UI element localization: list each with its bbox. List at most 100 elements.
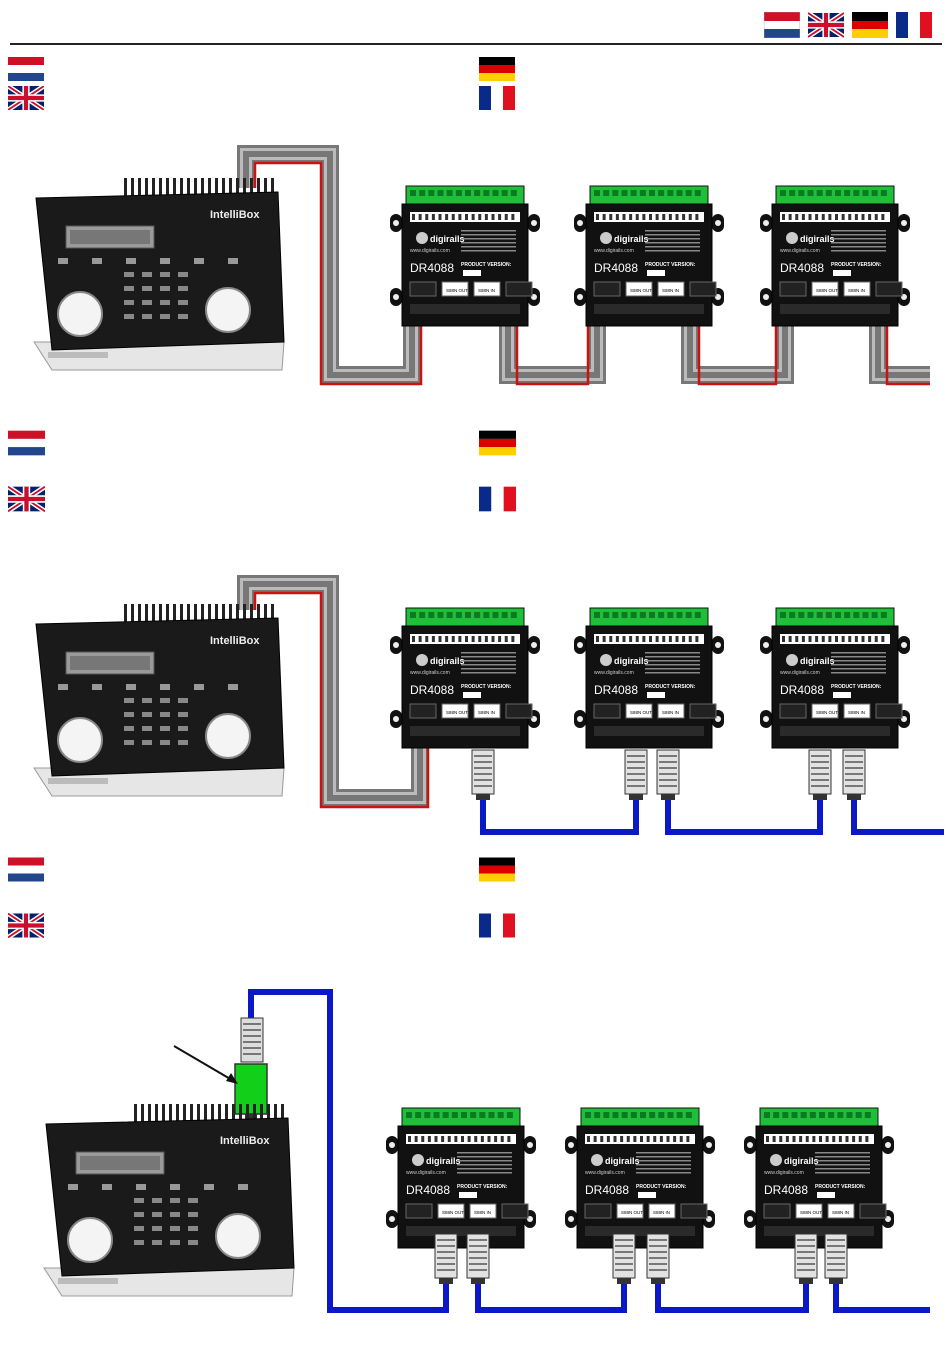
port-label-box (843, 281, 871, 297)
keypad (58, 258, 238, 319)
port-label-box (437, 1203, 465, 1219)
flat-ribbon-cable (499, 326, 606, 386)
french-flag-icon (479, 486, 516, 512)
throttle-knob-left (57, 291, 103, 337)
port-label-box (441, 281, 469, 297)
connector-row (410, 726, 520, 736)
connector-row (764, 1226, 874, 1236)
rj45-plug (240, 1017, 264, 1063)
connector-row (406, 1226, 516, 1236)
port-label-box (657, 281, 685, 297)
dutch-flag-icon[interactable] (764, 12, 800, 38)
port-label: S88N IN (662, 288, 679, 293)
dutch-flag-icon (8, 57, 44, 81)
port-label-box (473, 281, 501, 297)
rj45-plug (794, 1233, 818, 1284)
port-label-box (409, 703, 437, 719)
model-label: DR4088 (410, 261, 454, 275)
base-label (48, 352, 108, 358)
port-label: S88N IN (474, 1210, 491, 1215)
port-label: S88N OUT (630, 288, 652, 293)
flat-ribbon-cable (681, 326, 794, 386)
port-label: S88N OUT (800, 1210, 822, 1215)
pointer-arrow (173, 1045, 238, 1084)
command-station: IntelliBox (33, 178, 285, 371)
model-label: DR4088 (764, 1183, 808, 1197)
digirails-logo-icon (416, 654, 428, 666)
port-label-box (616, 1203, 644, 1219)
port-label: S88N IN (848, 710, 865, 715)
url-label: www.digirails.com (594, 248, 634, 254)
url-label: www.digirails.com (780, 670, 820, 676)
connector-row (594, 304, 704, 314)
german-flag-icon[interactable] (852, 12, 888, 38)
url-label: www.digirails.com (764, 1170, 804, 1176)
throttle-knob-right (205, 713, 251, 759)
throttle-knob-left (57, 717, 103, 763)
keypad (58, 684, 238, 745)
model-label: DR4088 (594, 683, 638, 697)
port-label-box (779, 703, 807, 719)
port-label: S88N IN (653, 1210, 670, 1215)
version-box (638, 1192, 656, 1198)
version-label: PRODUCT VERSION: (636, 1184, 687, 1190)
model-label: DR4088 (780, 261, 824, 275)
port-label-box (657, 703, 685, 719)
version-label: PRODUCT VERSION: (831, 684, 882, 690)
rj45-plug (466, 1233, 490, 1284)
port-label-box (473, 703, 501, 719)
british-flag-icon[interactable] (808, 12, 844, 38)
header-rule (10, 43, 942, 45)
brand-label: digirails (605, 1156, 640, 1166)
british-flag-icon (8, 913, 44, 938)
model-label: DR4088 (410, 683, 454, 697)
port-label-box (593, 703, 621, 719)
command-station: IntelliBox (43, 1104, 295, 1297)
brand-label: IntelliBox (210, 209, 260, 221)
version-label: PRODUCT VERSION: (461, 262, 512, 268)
version-box (463, 692, 481, 698)
french-flag-icon (479, 913, 515, 938)
digirails-logo-icon (600, 654, 612, 666)
digirails-logo-icon (416, 232, 428, 244)
flat-ribbon-cable (869, 326, 930, 386)
port-label-box (505, 281, 533, 297)
port-label-box (811, 281, 839, 297)
french-flag-icon[interactable] (896, 12, 932, 38)
port-label: S88N IN (662, 710, 679, 715)
heatsink-fins (124, 604, 274, 622)
port-label-box (593, 281, 621, 297)
port-label-box (795, 1203, 823, 1219)
brand-label: IntelliBox (210, 635, 260, 647)
rj45-plug (612, 1233, 636, 1284)
german-flag-icon (479, 857, 515, 882)
rj45-cable (833, 1280, 930, 1313)
rj45-plug (656, 749, 680, 800)
throttle-knob-right (205, 287, 251, 333)
brand-label: digirails (614, 234, 649, 244)
heatsink-fins (134, 1104, 284, 1122)
throttle-knob-right (215, 1213, 261, 1259)
port-label-box (875, 703, 903, 719)
version-label: PRODUCT VERSION: (831, 262, 882, 268)
brand-label: digirails (426, 1156, 461, 1166)
version-box (647, 692, 665, 698)
version-box (647, 270, 665, 276)
digirails-logo-icon (786, 654, 798, 666)
heatsink-fins (124, 178, 274, 196)
dutch-flag-icon (8, 857, 44, 882)
digirails-logo-icon (412, 1154, 424, 1166)
rj45-cable (665, 800, 823, 835)
model-label: DR4088 (406, 1183, 450, 1197)
port-label-box (625, 703, 653, 719)
port-label: S88N IN (478, 710, 495, 715)
port-label: S88N OUT (621, 1210, 643, 1215)
url-label: www.digirails.com (780, 248, 820, 254)
port-label: S88N OUT (446, 288, 468, 293)
